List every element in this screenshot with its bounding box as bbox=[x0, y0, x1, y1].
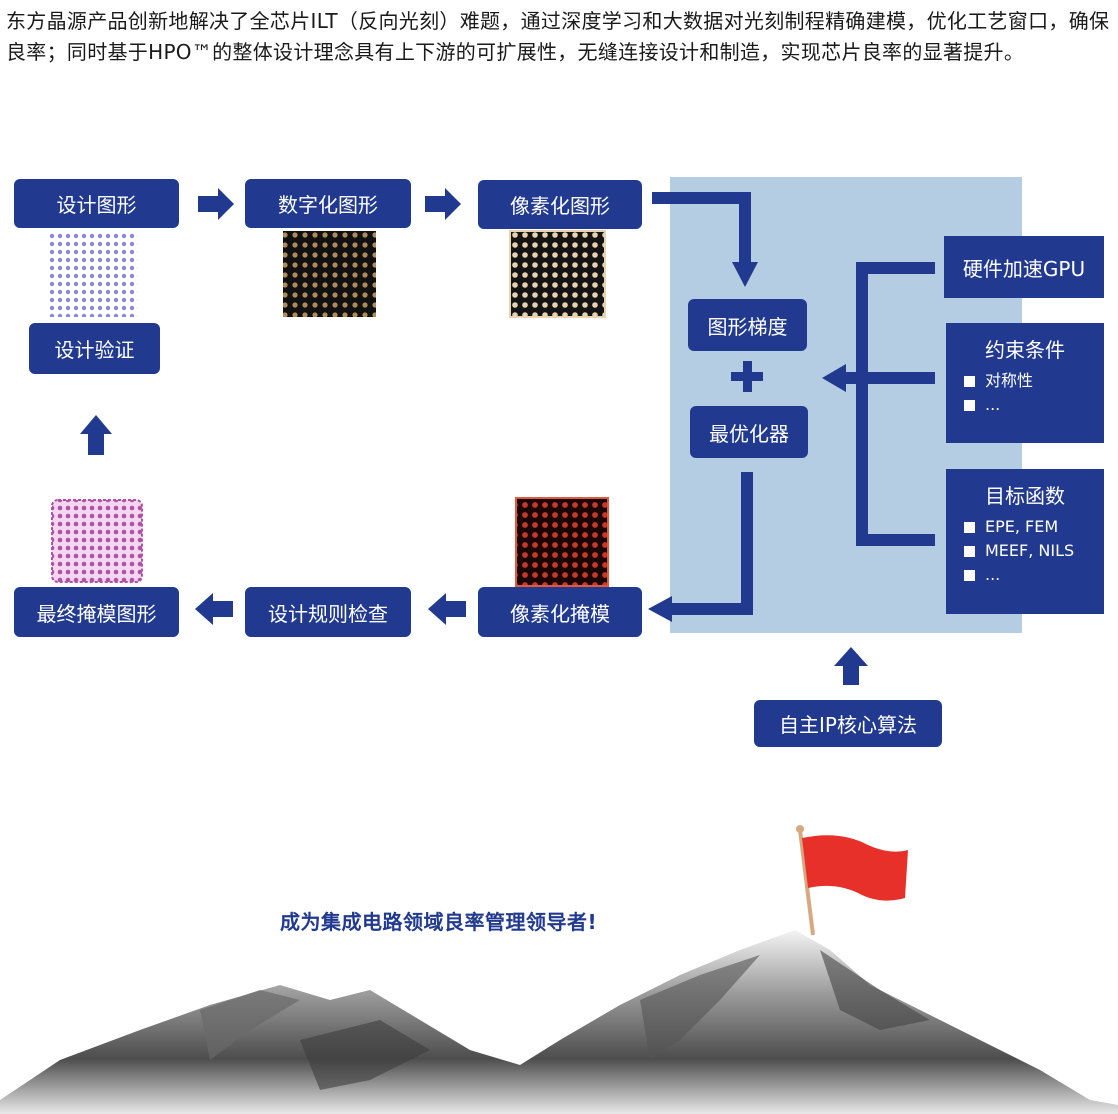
design-verification-box: 设计验证 bbox=[29, 323, 160, 374]
pixelated-pattern-box: 像素化图形 bbox=[478, 180, 642, 229]
core-algorithm-box: 自主IP核心算法 bbox=[754, 700, 942, 747]
design-rule-check-box: 设计规则检查 bbox=[245, 587, 411, 637]
plus-icon bbox=[743, 361, 752, 392]
pixelated-mask-thumbnail bbox=[515, 497, 609, 587]
red-flag-icon bbox=[796, 825, 908, 936]
list-item: EPE, FEM bbox=[964, 515, 1104, 539]
list-item: ... bbox=[964, 563, 1104, 587]
arrow-left-icon bbox=[648, 596, 672, 622]
constraints-list: 对称性 ... bbox=[946, 369, 1104, 417]
connector-line bbox=[668, 472, 753, 615]
arrow-right-icon bbox=[198, 188, 234, 220]
objectives-box: 目标函数 EPE, FEM MEEF, NILS ... bbox=[946, 469, 1104, 614]
bullet-icon bbox=[964, 375, 975, 387]
gpu-acceleration-box: 硬件加速GPU bbox=[944, 236, 1104, 298]
slogan-text: 成为集成电路领域良率管理领导者! bbox=[280, 910, 598, 934]
objectives-list: EPE, FEM MEEF, NILS ... bbox=[946, 515, 1104, 587]
arrow-left-icon bbox=[195, 593, 233, 625]
arrow-left-icon bbox=[822, 364, 846, 392]
intro-paragraph: 东方晶源产品创新地解决了全芯片ILT（反向光刻）难题，通过深度学习和大数据对光刻… bbox=[6, 9, 1110, 64]
constraints-box: 约束条件 对称性 ... bbox=[946, 323, 1104, 443]
design-pattern-box: 设计图形 bbox=[14, 179, 179, 228]
design-pattern-thumbnail bbox=[48, 231, 138, 317]
objectives-title: 目标函数 bbox=[985, 484, 1065, 508]
bullet-icon bbox=[964, 399, 975, 411]
digitized-pattern-thumbnail bbox=[283, 231, 376, 317]
pixelated-pattern-thumbnail bbox=[509, 230, 606, 318]
constraints-title: 约束条件 bbox=[985, 338, 1065, 362]
list-item: ... bbox=[964, 393, 1104, 417]
arrow-up-icon bbox=[80, 415, 112, 455]
mountain-illustration bbox=[0, 930, 1118, 1114]
list-item: MEEF, NILS bbox=[964, 539, 1104, 563]
optimizer-box: 最优化器 bbox=[690, 406, 808, 458]
digitized-pattern-box: 数字化图形 bbox=[245, 179, 411, 228]
bullet-icon bbox=[964, 569, 975, 581]
final-mask-thumbnail bbox=[51, 499, 143, 583]
connector-line bbox=[652, 192, 751, 266]
bullet-icon bbox=[964, 521, 975, 533]
arrow-right-icon bbox=[425, 188, 461, 220]
pixelated-mask-box: 像素化掩模 bbox=[478, 587, 642, 637]
arrow-left-icon bbox=[428, 593, 466, 625]
bullet-icon bbox=[964, 545, 975, 557]
list-item: 对称性 bbox=[964, 369, 1104, 393]
arrow-up-icon bbox=[834, 647, 868, 685]
connector-line bbox=[856, 262, 935, 546]
pattern-gradient-box: 图形梯度 bbox=[688, 299, 807, 351]
final-mask-pattern-box: 最终掩模图形 bbox=[14, 587, 179, 637]
arrow-down-icon bbox=[732, 262, 758, 287]
